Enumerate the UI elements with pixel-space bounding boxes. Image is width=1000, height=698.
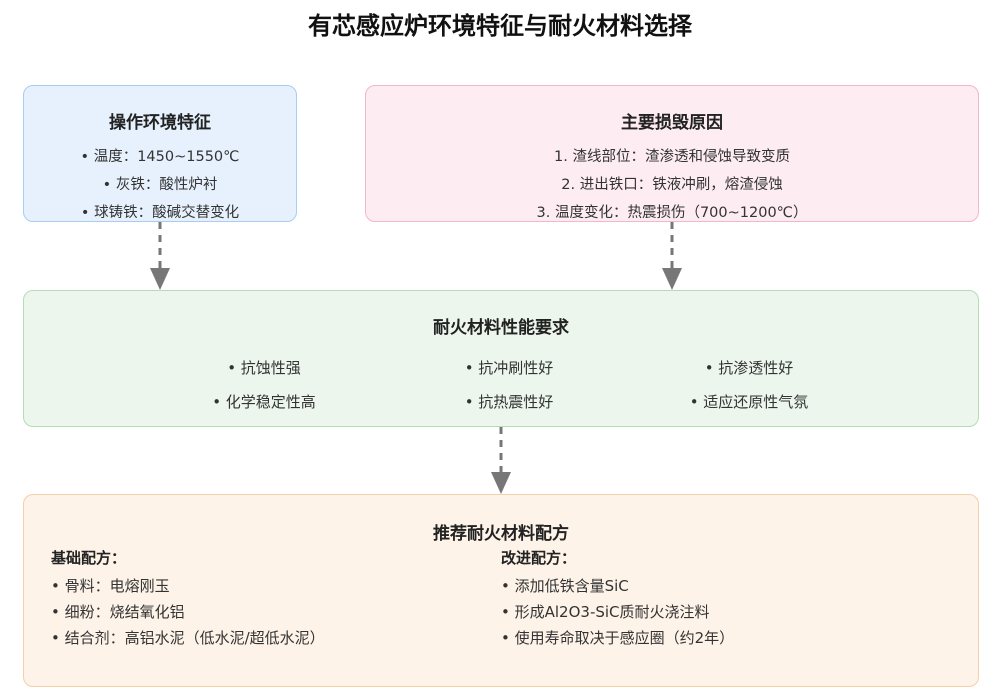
requirement-item: • 抗冲刷性好 <box>464 359 554 377</box>
improved-formula-item: • 形成Al2O3-SiC质耐火浇注料 <box>501 603 710 621</box>
environment-features-heading: 操作环境特征 <box>109 113 211 133</box>
arrow-env-to-requirements <box>150 222 170 290</box>
environment-features-box: 操作环境特征 • 温度：1450~1550℃ • 灰铁：酸性炉衬 • 球铸铁：酸… <box>23 85 297 222</box>
arrow-damage-to-requirements <box>662 222 682 290</box>
damage-causes-box: 主要损毁原因 1. 渣线部位：渣渗透和侵蚀导致变质 2. 进出铁口：铁液冲刷，熔… <box>365 85 979 222</box>
performance-requirements-heading: 耐火材料性能要求 <box>433 318 569 338</box>
requirement-item: • 化学稳定性高 <box>212 393 316 411</box>
requirement-item: • 抗渗透性好 <box>704 359 794 377</box>
basic-formula-item: • 细粉：烧结氧化铝 <box>51 603 185 621</box>
damage-causes-heading: 主要损毁原因 <box>621 113 723 133</box>
damage-item: 2. 进出铁口：铁液冲刷，熔渣侵蚀 <box>561 177 783 193</box>
damage-item: 1. 渣线部位：渣渗透和侵蚀导致变质 <box>554 149 790 165</box>
recommended-formula-heading: 推荐耐火材料配方 <box>433 524 569 544</box>
damage-item: 3. 温度变化：热震损伤（700~1200℃） <box>536 205 808 221</box>
requirement-item: • 抗热震性好 <box>464 393 554 411</box>
requirement-item: • 适应还原性气氛 <box>689 393 809 411</box>
environment-item: • 温度：1450~1550℃ <box>80 149 240 165</box>
performance-requirements-box: 耐火材料性能要求 • 抗蚀性强 • 抗冲刷性好 • 抗渗透性好 • 化学稳定性高… <box>23 290 979 427</box>
environment-item: • 球铸铁：酸碱交替变化 <box>80 205 240 221</box>
diagram-title: 有芯感应炉环境特征与耐火材料选择 <box>308 12 692 40</box>
improved-formula-item: • 添加低铁含量SiC <box>501 577 629 595</box>
improved-formula-item: • 使用寿命取决于感应圈（约2年） <box>501 629 735 647</box>
basic-formula-item: • 结合剂：高铝水泥（低水泥/超低水泥） <box>51 629 325 647</box>
recommended-formula-box: 推荐耐火材料配方 基础配方： • 骨料：电熔刚玉 • 细粉：烧结氧化铝 • 结合… <box>23 494 979 687</box>
basic-formula-heading: 基础配方： <box>51 549 127 567</box>
arrow-requirements-to-recommendation <box>491 427 511 494</box>
basic-formula-item: • 骨料：电熔刚玉 <box>51 577 170 595</box>
environment-item: • 灰铁：酸性炉衬 <box>102 177 218 193</box>
improved-formula-heading: 改进配方： <box>501 549 577 567</box>
requirement-item: • 抗蚀性强 <box>227 359 301 377</box>
